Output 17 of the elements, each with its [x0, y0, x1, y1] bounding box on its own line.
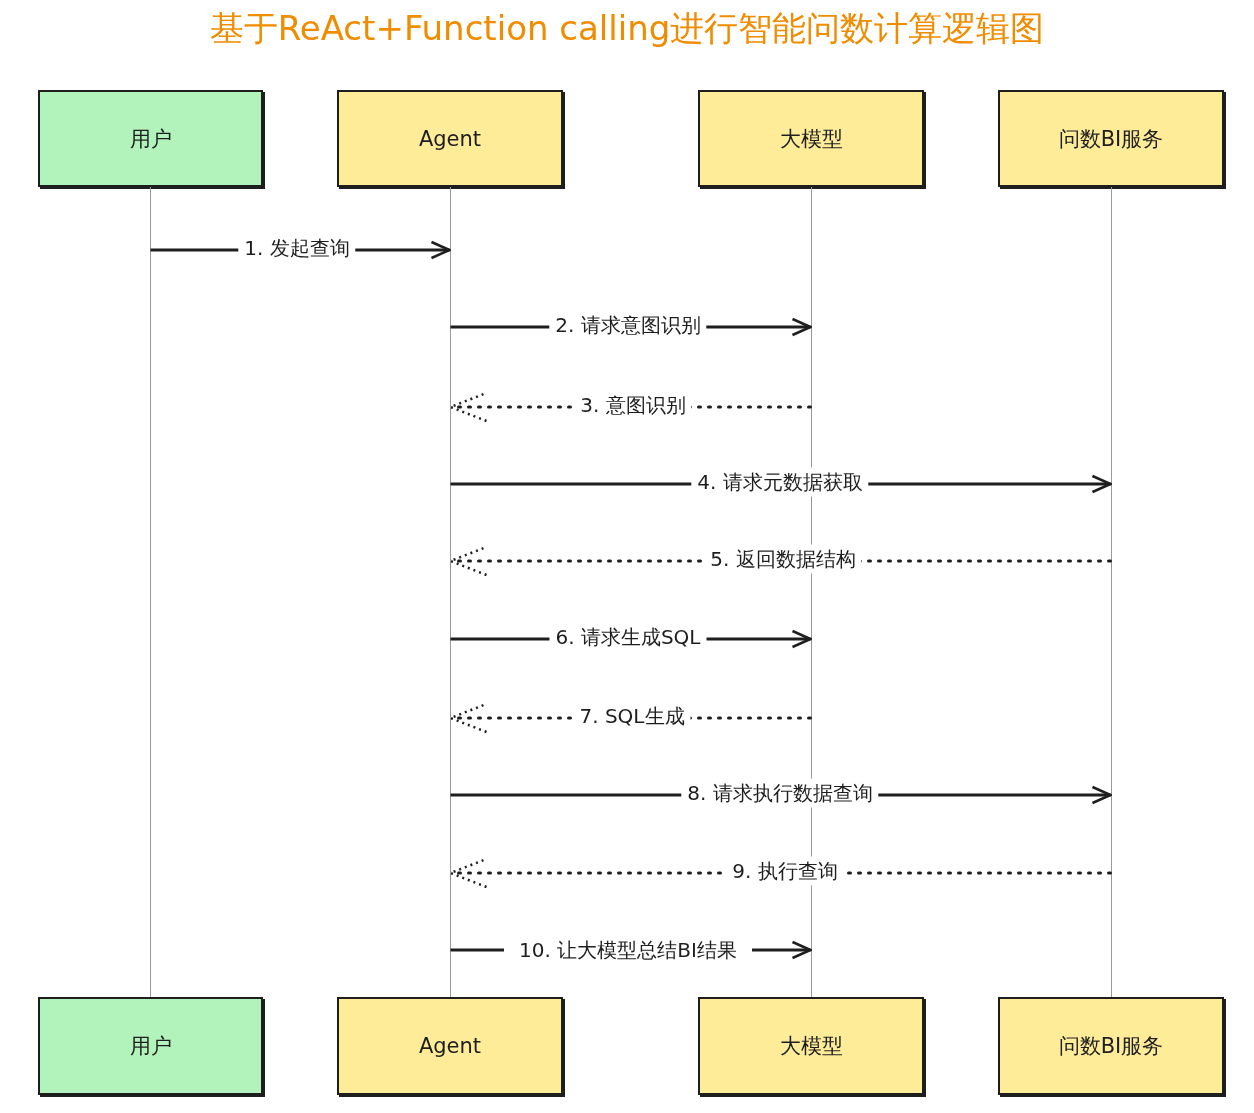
edge-label: 4. 请求元数据获取: [691, 467, 869, 497]
edge-label: 9. 执行查询: [726, 856, 844, 886]
participant-box: 用户: [38, 997, 263, 1095]
edge-label: 5. 返回数据结构: [704, 544, 862, 574]
participant-box: 用户: [38, 90, 263, 187]
participant-box: Agent: [337, 90, 563, 187]
participant-box: 大模型: [698, 90, 924, 187]
participant-box: Agent: [337, 997, 563, 1095]
participant-box: 问数BI服务: [998, 997, 1224, 1095]
lifeline: [810, 187, 812, 997]
lifeline: [149, 187, 151, 997]
lifeline: [1110, 187, 1112, 997]
participant-box: 问数BI服务: [998, 90, 1224, 187]
participant-box: 大模型: [698, 997, 924, 1095]
lifeline: [449, 187, 451, 997]
edge-label: 8. 请求执行数据查询: [681, 778, 879, 808]
title: 基于ReAct+Function calling进行智能问数计算逻辑图: [208, 7, 1046, 50]
